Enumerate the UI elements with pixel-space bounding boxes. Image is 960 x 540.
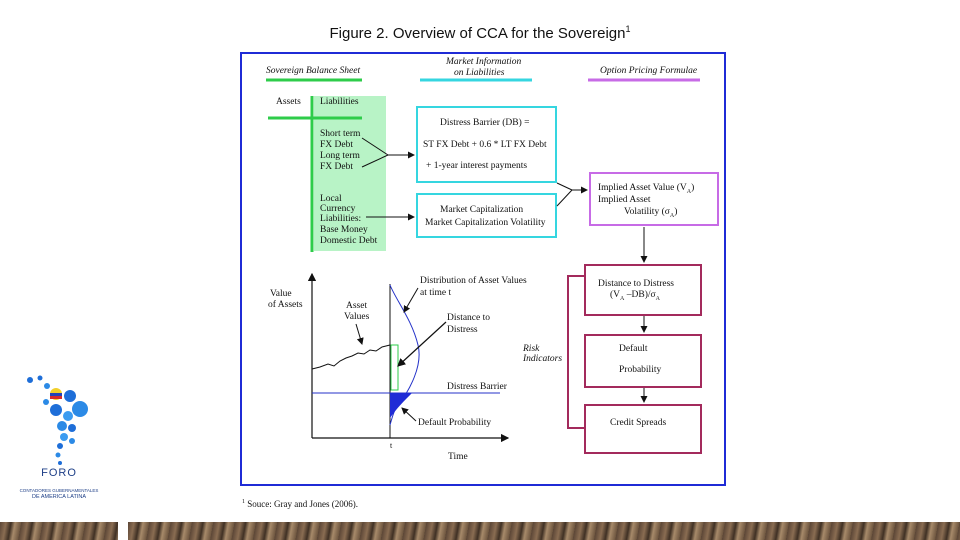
liabilities-panel <box>314 96 386 251</box>
market-cap-line-2: Market Capitalization Volatility <box>425 218 546 228</box>
fx-line-2: FX Debt <box>320 140 353 150</box>
latin-america-dots-icon <box>27 375 88 465</box>
market-cap-line-1: Market Capitalization <box>440 205 524 215</box>
asset-values-line-1: Asset <box>346 301 368 311</box>
default-box-line-2: Probability <box>619 365 662 375</box>
implied-asset-box <box>589 172 719 226</box>
local-line-4: Base Money <box>320 225 368 235</box>
logo-name: FORO <box>41 467 77 479</box>
distress-barrier-label: Distress Barrier <box>447 382 507 392</box>
footnote: 1 Souce: Gray and Jones (2006). <box>242 499 358 509</box>
implied-line-3: Volatility (σA) <box>624 207 678 219</box>
local-line-1: Local <box>320 194 342 204</box>
header-market-information-1: Market Information <box>446 57 522 67</box>
distance-label-line-1: Distance to <box>447 313 491 323</box>
distress-barrier-line-2: ST FX Debt + 0.6 * LT FX Debt <box>423 140 547 150</box>
distribution-line-1: Distribution of Asset Values <box>420 276 527 286</box>
distribution-curve <box>389 284 420 426</box>
distress-barrier-line-1: Distress Barrier (DB) = <box>440 118 530 128</box>
fx-line-1: Short term <box>320 129 361 139</box>
local-line-3: Liabilities: <box>320 214 362 224</box>
implied-line-2: Implied Asset <box>598 195 651 205</box>
header-option-pricing: Option Pricing Formulae <box>600 66 698 76</box>
distance-box-line-2: (VA –DB)/σA <box>610 290 660 302</box>
distribution-arrow <box>403 287 419 313</box>
plot-xlabel: Time <box>448 452 468 462</box>
distance-box-line-1: Distance to Distress <box>598 279 674 289</box>
bottom-texture-right <box>128 522 960 540</box>
risk-indicators-line-2: Indicators <box>523 354 563 364</box>
logo-line-1: CONTADORES GUBERNAMENTALES <box>19 488 99 493</box>
market-capitalization-box <box>416 193 557 238</box>
mcap-to-implied-connector <box>556 189 573 207</box>
asset-value-path <box>311 344 391 370</box>
plot-ylabel-line-1: Value <box>270 289 292 299</box>
logo-line-2: DE AMERICA LATINA <box>32 494 86 500</box>
implied-line-1: Implied Asset Value (VA) <box>598 183 695 195</box>
fx-line-3: Long term <box>320 151 360 161</box>
assets-label: Assets <box>276 97 301 107</box>
default-probability-arrow <box>401 407 417 422</box>
distance-to-distress-box <box>584 264 702 316</box>
distance-arrow <box>397 321 447 367</box>
risk-indicators-line-1: Risk <box>523 344 540 354</box>
liabilities-label: Liabilities <box>320 97 359 107</box>
plot-ylabel-line-2: of Assets <box>268 300 303 310</box>
risk-indicators-bracket <box>567 275 584 429</box>
distress-barrier-box <box>416 106 557 183</box>
credit-spreads-label: Credit Spreads <box>610 418 667 428</box>
diagram-frame <box>240 52 726 486</box>
distribution-line-2: at time t <box>420 288 452 298</box>
db-to-implied-connector <box>556 182 573 191</box>
default-probability-tail <box>390 393 412 418</box>
default-probability-box <box>584 334 702 388</box>
distance-label-line-2: Distress <box>447 325 478 335</box>
distress-barrier-line-3: + 1-year interest payments <box>426 161 528 171</box>
fx-line-4: FX Debt <box>320 162 353 172</box>
asset-values-arrow <box>355 323 364 345</box>
default-probability-label: Default Probability <box>418 418 492 428</box>
local-line-5: Domestic Debt <box>320 236 378 246</box>
distance-to-distress-marker <box>390 344 399 391</box>
header-market-information-2: on Liabilities <box>454 68 505 78</box>
bottom-texture-left <box>0 522 118 540</box>
figure-title: Figure 2. Overview of CCA for the Sovere… <box>329 24 631 42</box>
default-box-line-1: Default <box>619 344 648 354</box>
plot-t-label: t <box>390 441 393 450</box>
asset-values-line-2: Values <box>344 312 370 322</box>
fx-bracket-bottom <box>361 154 389 168</box>
header-sovereign-balance-sheet: Sovereign Balance Sheet <box>266 66 361 76</box>
credit-spreads-box <box>584 404 702 454</box>
local-line-2: Currency <box>320 204 356 214</box>
fx-bracket-top <box>361 137 389 156</box>
